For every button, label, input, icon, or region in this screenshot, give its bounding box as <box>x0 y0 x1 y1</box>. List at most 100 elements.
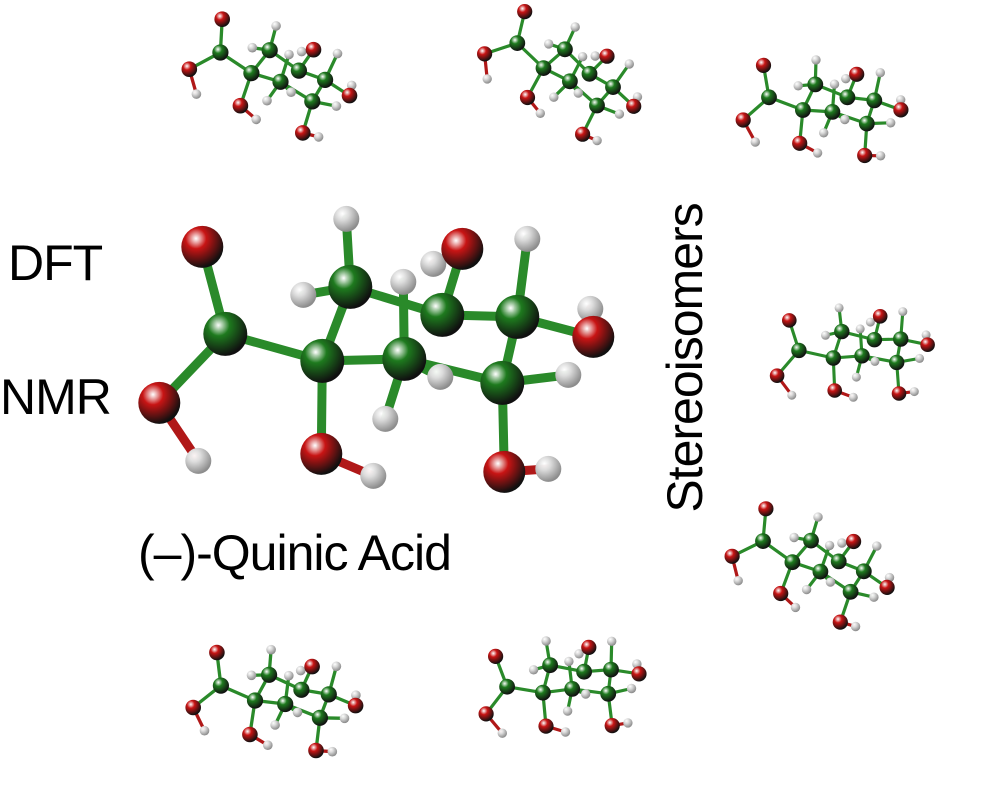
oxygen-atom <box>891 386 907 401</box>
hydrogen-atom <box>819 128 829 138</box>
hydrogen-atom <box>333 205 360 232</box>
carbon-atom <box>807 76 824 93</box>
oxygen-atom <box>872 309 888 324</box>
carbon-atom <box>542 657 558 674</box>
hydrogen-atom <box>292 707 303 718</box>
hydrogen-atom <box>514 225 541 252</box>
carbon-atom <box>761 89 777 106</box>
carbon-atom <box>858 115 875 132</box>
carbon-atom <box>812 563 829 580</box>
hydrogen-atom <box>541 636 551 646</box>
carbon-atom <box>320 686 337 703</box>
hydrogen-atom <box>560 727 571 737</box>
hydrogen-atom <box>870 356 880 366</box>
hydrogen-atom <box>837 538 847 548</box>
hydrogen-atom <box>787 390 797 400</box>
carbon-atom <box>535 60 552 76</box>
hydrogen-atom <box>420 250 447 277</box>
carbon-atom <box>589 97 605 114</box>
hydrogen-atom <box>821 330 830 340</box>
hydrogen-atom <box>829 79 840 89</box>
hydrogen-atom <box>564 656 574 667</box>
hydrogen-atom <box>855 324 865 334</box>
hydrogen-atom <box>286 87 296 97</box>
oxygen-atom <box>232 97 249 114</box>
hydrogen-atom <box>246 670 257 681</box>
carbon-atom <box>243 65 260 82</box>
hydrogen-atom <box>284 670 294 681</box>
hydrogen-atom <box>497 728 507 738</box>
carbon-atom <box>824 104 841 120</box>
carbon-atom <box>842 583 859 600</box>
oxygen-atom <box>519 89 536 106</box>
hydrogen-atom <box>574 649 584 659</box>
hydrogen-atom <box>841 74 851 84</box>
hydrogen-atom <box>251 114 261 125</box>
oxygen-atom <box>735 112 751 128</box>
carbon-atom <box>293 681 310 698</box>
hydrogen-atom <box>790 602 801 613</box>
oxygen-atom <box>181 61 198 77</box>
carbon-atom <box>855 563 872 580</box>
carbon-atom <box>480 360 525 405</box>
oxygen-atom <box>347 697 364 714</box>
oxygen-atom <box>305 41 322 58</box>
carbon-atom <box>212 677 229 694</box>
oxygen-atom <box>488 648 504 665</box>
oxygen-atom <box>483 450 526 493</box>
carbon-atom <box>755 533 771 549</box>
oxygen-atom <box>209 644 225 661</box>
stereoisomer-4 <box>769 303 935 402</box>
hydrogen-atom <box>733 576 743 586</box>
stereoisomer-7 <box>478 636 647 738</box>
hydrogen-atom <box>793 81 803 91</box>
carbon-atom <box>830 553 847 570</box>
hydrogen-atom <box>848 392 858 402</box>
carbon-atom <box>603 661 619 678</box>
hydrogen-atom <box>869 592 879 602</box>
oxygen-atom <box>138 381 181 424</box>
stereoisomer-3 <box>735 55 909 164</box>
hydrogen-atom <box>263 740 273 750</box>
hydrogen-atom <box>555 361 582 388</box>
oxygen-atom <box>304 658 320 675</box>
hydrogen-atom <box>570 22 580 32</box>
carbon-atom <box>564 681 581 697</box>
oxygen-atom <box>724 548 740 564</box>
carbon-atom <box>311 709 328 726</box>
hydrogen-atom <box>921 330 931 340</box>
carbon-atom <box>317 71 334 88</box>
hydrogen-atom <box>834 303 844 313</box>
main-molecule-label: (–)-Quinic Acid <box>138 525 452 581</box>
hydrogen-atom <box>544 39 554 49</box>
hydrogen-atom <box>562 706 573 716</box>
hydrogen-atom <box>262 95 272 106</box>
hydrogen-atom <box>528 665 539 675</box>
hydrogen-atom <box>750 137 760 147</box>
hydrogen-atom <box>812 148 823 158</box>
oxygen-atom <box>832 614 848 630</box>
carbon-atom <box>495 294 540 339</box>
hydrogen-atom <box>813 512 823 522</box>
stereoisomer-5 <box>724 501 895 632</box>
oxygen-atom <box>773 585 789 602</box>
hydrogen-atom <box>896 95 906 105</box>
hydrogen-atom <box>898 307 908 317</box>
hydrogen-atom <box>271 21 281 31</box>
oxygen-atom <box>792 135 808 151</box>
hydrogen-atom <box>811 55 821 65</box>
hydrogen-atom <box>801 584 812 595</box>
oxygen-atom <box>626 98 642 114</box>
carbon-atom <box>328 264 373 309</box>
oxygen-atom <box>242 726 258 743</box>
stereoisomer-2 <box>477 4 643 146</box>
hydrogen-atom <box>339 713 350 724</box>
oxygen-atom <box>631 666 647 682</box>
hydrogen-atom <box>482 74 492 84</box>
hydrogen-atom <box>577 295 604 322</box>
hydrogen-atom <box>372 405 399 432</box>
oxygen-atom <box>185 699 201 716</box>
carbon-atom <box>600 685 617 702</box>
oxygen-atom <box>478 706 494 722</box>
